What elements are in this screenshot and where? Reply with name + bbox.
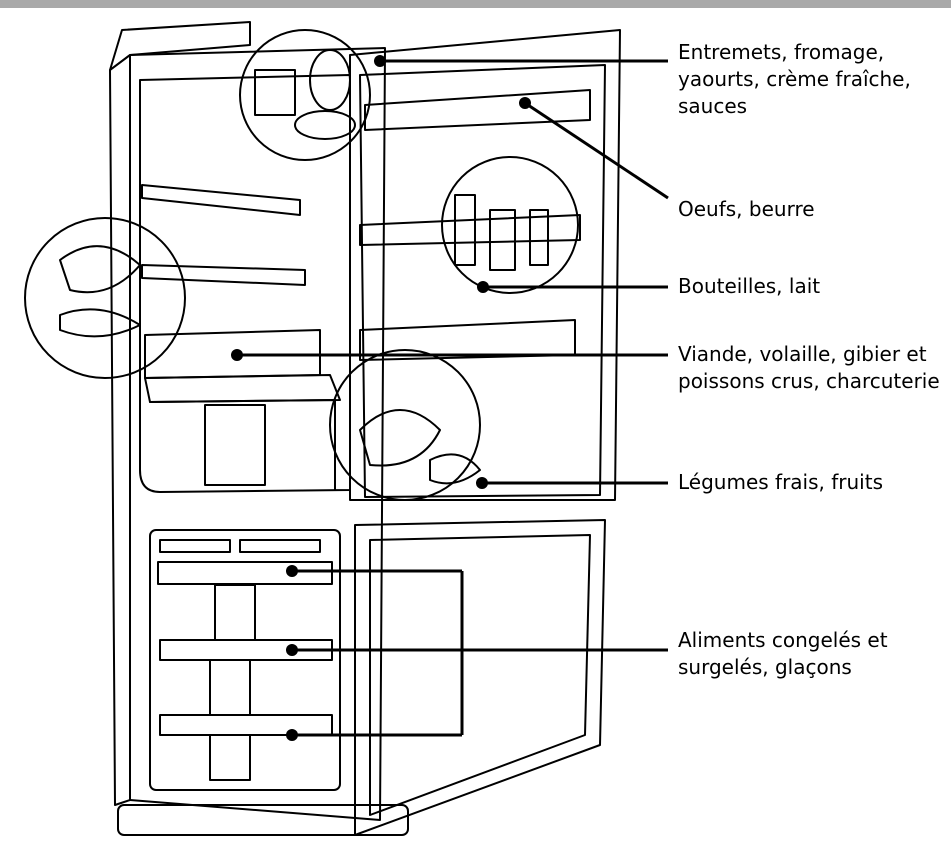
marker-bottles xyxy=(477,281,489,293)
label-dairy: Entremets, fromage, yaourts, crème fraîc… xyxy=(678,40,911,118)
marker-dairy xyxy=(374,55,386,67)
fridge-shelf-1 xyxy=(141,184,301,216)
marker-frozen-1 xyxy=(286,565,298,577)
vegetables-illustration xyxy=(329,349,481,501)
freezer-drawer-3 xyxy=(159,714,333,736)
freezer-compartment xyxy=(149,529,341,791)
label-meat: Viande, volaille, gibier et poissons cru… xyxy=(678,342,940,393)
label-eggs: Oeufs, beurre xyxy=(678,197,815,221)
label-frozen: Aliments congelés et surgelés, glaçons xyxy=(678,628,888,679)
marker-eggs xyxy=(519,97,531,109)
marker-meat xyxy=(231,349,243,361)
marker-vegetables xyxy=(476,477,488,489)
vegetable-crisper xyxy=(149,399,336,491)
fridge-door xyxy=(349,29,621,501)
fridge-compartment xyxy=(139,74,351,493)
freezer-drawer-1 xyxy=(157,561,333,585)
fridge-shelf-2 xyxy=(141,264,306,286)
marker-frozen-2 xyxy=(286,644,298,656)
fridge-plinth xyxy=(117,804,409,836)
bottles-illustration xyxy=(441,156,579,294)
dairy-illustration xyxy=(239,29,371,161)
label-vegetables: Légumes frais, fruits xyxy=(678,470,883,494)
top-bar xyxy=(0,0,951,8)
meat-illustration xyxy=(24,217,186,379)
freezer-door xyxy=(354,519,606,836)
marker-frozen-3 xyxy=(286,729,298,741)
leader-line-eggs xyxy=(524,101,669,200)
label-bottles: Bouteilles, lait xyxy=(678,274,821,298)
fridge-cabinet-outline xyxy=(109,54,131,806)
door-shelf-bottles xyxy=(359,214,581,246)
